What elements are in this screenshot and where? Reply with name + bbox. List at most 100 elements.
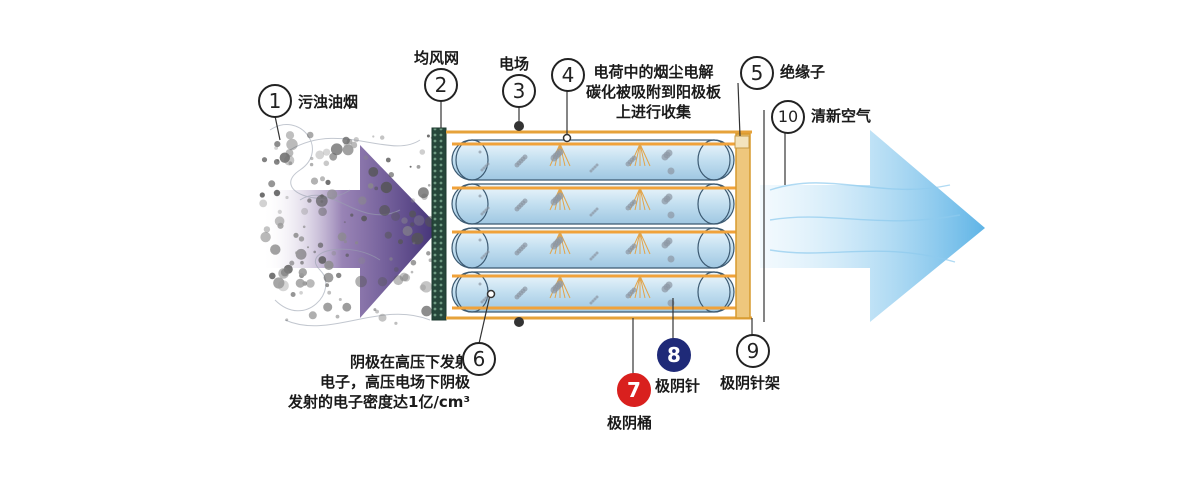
tube-end (697, 271, 731, 313)
captured-particle (589, 301, 593, 305)
dirt-particle (299, 291, 303, 295)
cathode-needle (639, 143, 651, 167)
cathode-needle (559, 187, 571, 211)
captured-particle (593, 165, 597, 169)
captured-particle (556, 280, 564, 288)
dirt-particle (418, 187, 429, 199)
captured-particle (478, 194, 482, 198)
dirt-particle (324, 260, 334, 270)
label-clean-air: 清新空气 (811, 107, 872, 125)
dirt-particle (318, 256, 327, 264)
marker-dot-6 (486, 289, 496, 299)
dirt-particle (355, 275, 367, 288)
dirt-particle (337, 232, 347, 242)
dirt-particle (327, 189, 338, 200)
captured-particle (665, 149, 673, 157)
dirt-particle (393, 267, 399, 272)
anode-tube (451, 271, 735, 313)
dirt-particle (290, 292, 296, 297)
tube-end (455, 139, 489, 181)
tube-end (697, 227, 731, 269)
dirt-particle (409, 210, 417, 218)
captured-particle (522, 154, 528, 160)
smoke-swirls (269, 124, 431, 327)
dirt-particle (325, 283, 330, 288)
dirt-particle (377, 277, 388, 287)
callout-7: 7 (617, 373, 651, 407)
dirt-particle (318, 207, 327, 216)
callout-3: 3 (502, 74, 536, 108)
dirt-particle (380, 135, 385, 140)
label-dirty-smoke: 污浊油烟 (298, 93, 359, 111)
tube-end (455, 183, 489, 225)
dirt-particle (277, 209, 282, 214)
cathode-needle (639, 275, 646, 299)
captured-particle (522, 242, 528, 248)
captured-particle (631, 199, 637, 205)
dirt-particle (426, 134, 430, 138)
captured-particle (667, 211, 675, 219)
cathode-rack (735, 133, 751, 319)
dirt-particle (331, 251, 337, 256)
callout-10: 10 (771, 100, 805, 134)
captured-particle (589, 257, 593, 261)
captured-particle (478, 238, 482, 242)
anode-tubes (451, 139, 750, 313)
label-cathode-needle: 极阴针 (655, 377, 701, 395)
dirt-particle (317, 242, 324, 248)
cathode-needle (634, 143, 641, 167)
dirt-particle (342, 302, 352, 312)
dirt-particle (380, 181, 393, 194)
dirt-particle (375, 309, 379, 314)
captured-particle (478, 282, 482, 286)
clean-air-arrow (760, 130, 985, 322)
dirt-particle (274, 216, 285, 226)
uniform-wind-mesh (431, 127, 447, 321)
cathode-needle (634, 231, 641, 255)
dirt-particle (323, 160, 330, 167)
captured-particle (482, 298, 486, 302)
dirt-particle (310, 177, 319, 185)
cathode-needle (559, 143, 571, 167)
dirt-particle (372, 135, 375, 138)
dirt-particle (410, 270, 414, 274)
dirt-particle (278, 268, 289, 279)
captured-particle (593, 209, 597, 213)
dirt-particle (427, 184, 431, 187)
dirt-particle (373, 308, 377, 312)
captured-particle (589, 169, 593, 173)
dirt-particle (419, 284, 426, 291)
dirt-particle (285, 318, 289, 322)
cathode-needle (639, 231, 651, 255)
dirty-air-arrow (262, 145, 440, 318)
dirt-particle (361, 215, 367, 222)
captured-particle (486, 162, 490, 166)
captured-particle (591, 299, 595, 303)
dirt-particle (394, 321, 398, 325)
captured-particle (486, 250, 490, 254)
dirt-particle (379, 205, 390, 216)
captured-particle (484, 296, 488, 300)
dirt-particle (261, 157, 268, 163)
dirt-particle (410, 198, 416, 203)
dirt-particle (358, 196, 367, 205)
cathode-needle (639, 275, 651, 299)
dirt-particle (320, 176, 325, 182)
cathode-needle (559, 187, 566, 211)
dirt-particle (307, 198, 312, 203)
dirt-particle (315, 195, 328, 207)
anode-tube (451, 227, 735, 269)
captured-particle (591, 211, 595, 215)
captured-particle (631, 155, 637, 161)
dirt-particle (410, 222, 415, 227)
dirt-particle (421, 305, 432, 317)
dirt-particle (313, 250, 317, 254)
dirt-particle (367, 183, 374, 189)
captured-particle (665, 193, 673, 201)
captured-particle (665, 281, 673, 289)
captured-particle (591, 167, 595, 171)
dirt-particle (288, 161, 293, 165)
captured-particle (591, 255, 595, 259)
